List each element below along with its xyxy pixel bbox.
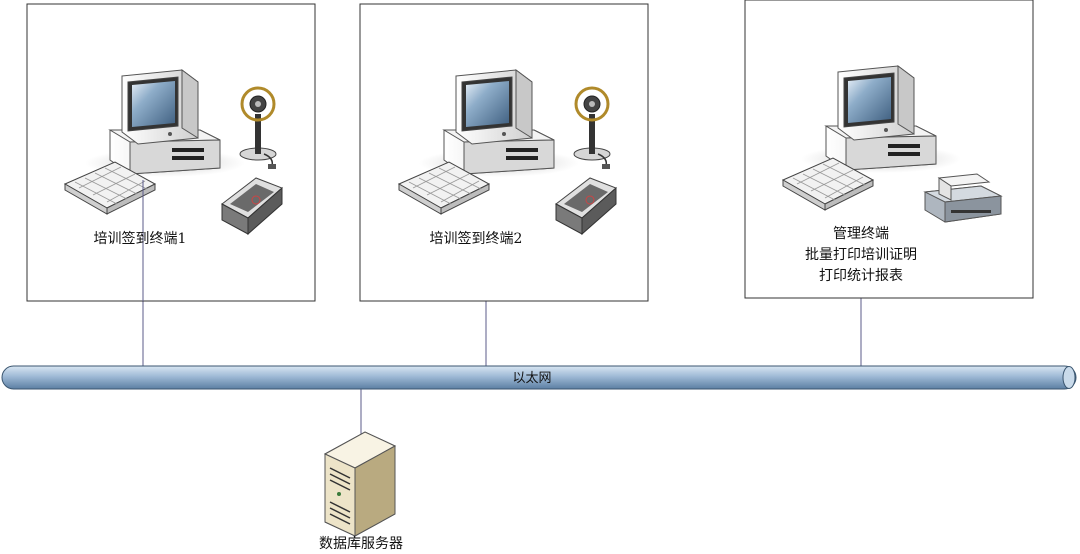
network-label: 以太网: [512, 371, 551, 386]
node-admin: 管理终端 批量打印培训证明 打印统计报表: [744, 0, 1034, 299]
terminal1-label: 培训签到终端1: [94, 230, 187, 247]
node-terminal2: 培训签到终端2: [359, 3, 649, 302]
admin-label-3: 打印统计报表: [819, 267, 903, 284]
server-label: 数据库服务器: [319, 536, 403, 552]
server-icon: [324, 431, 396, 537]
node-server: 数据库服务器: [319, 431, 403, 552]
terminal2-label: 培训签到终端2: [430, 230, 523, 247]
ethernet-bus: 以太网: [1, 365, 1077, 390]
admin-label-2: 批量打印培训证明: [805, 246, 917, 263]
node-terminal1: 培训签到终端1: [26, 3, 316, 302]
admin-label-1: 管理终端: [833, 226, 889, 242]
